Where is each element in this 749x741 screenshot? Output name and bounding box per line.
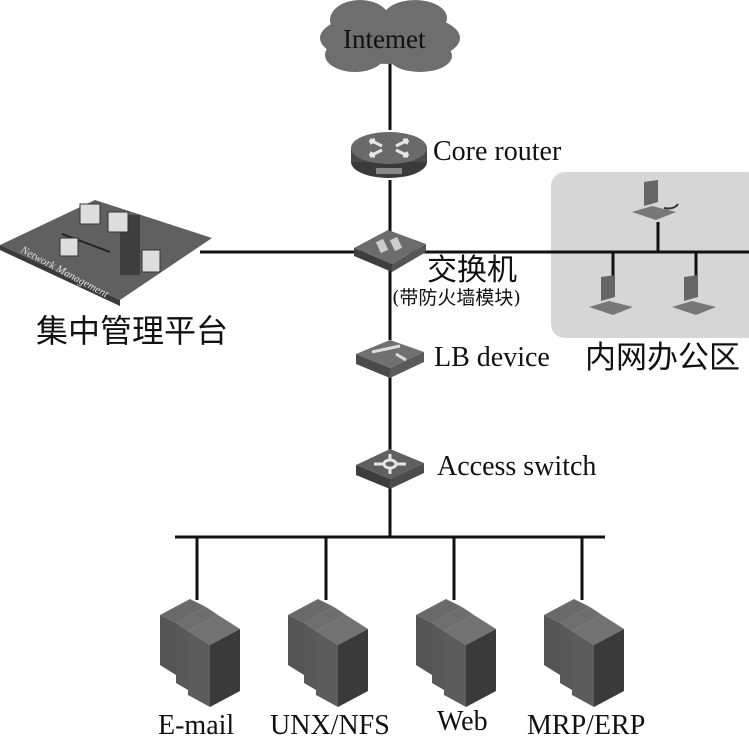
switch-icon	[356, 449, 424, 489]
router-icon	[351, 132, 427, 178]
internet-label: Intemet	[343, 24, 426, 54]
server-icon	[416, 599, 496, 707]
access-switch-label: Access switch	[437, 451, 597, 482]
server-icon	[160, 599, 240, 707]
core-router-label: Core router	[433, 136, 562, 167]
load-balancer-icon	[356, 340, 424, 378]
workstation-icon	[632, 180, 679, 220]
core-switch-label: 交换机	[427, 253, 517, 288]
cloud-icon	[320, 0, 460, 72]
server-label: E-mail	[158, 710, 235, 741]
switch-firewall-icon	[354, 230, 426, 272]
management-label: 集中管理平台	[36, 312, 229, 350]
office-label: 内网办公区	[585, 340, 740, 376]
server-icon	[288, 599, 368, 707]
server-icon	[544, 599, 624, 707]
lb-device-label: LB device	[434, 342, 550, 373]
server-label: Web	[437, 706, 488, 737]
server-label: MRP/ERP	[527, 710, 646, 741]
network-management-icon: Network Management	[0, 200, 212, 306]
server-label: UNX/NFS	[270, 710, 390, 741]
core-switch-sublabel: (带防火墙模块)	[392, 287, 521, 309]
workstation-icon	[589, 275, 633, 315]
workstation-icon	[672, 275, 716, 315]
